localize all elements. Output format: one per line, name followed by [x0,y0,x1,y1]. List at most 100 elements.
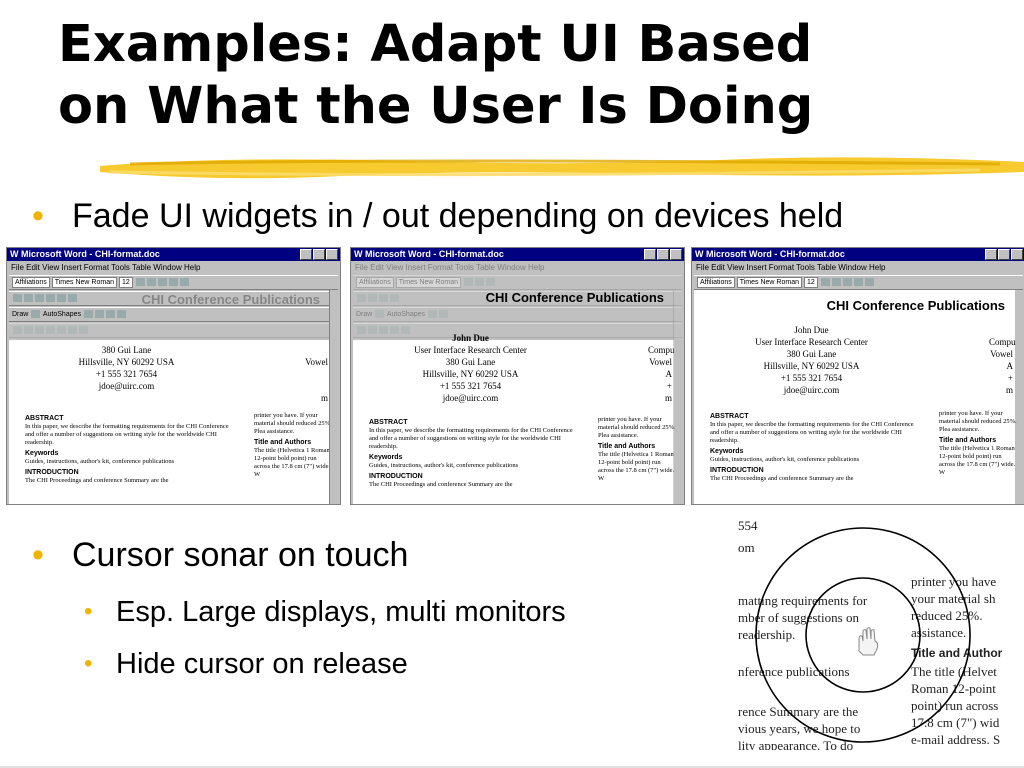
title-underline-brush [100,157,1024,179]
open-icon[interactable] [368,294,377,303]
size-select[interactable]: 12 [803,276,818,288]
minimize-icon[interactable] [644,249,656,260]
draw-menu[interactable]: Draw [12,311,29,318]
doc-heading: CHI Conference Publications [826,298,1005,313]
font-select[interactable]: Times New Roman [736,276,802,288]
underline-icon[interactable] [842,278,852,287]
maximize-icon[interactable] [657,249,669,260]
bold-icon[interactable] [820,278,830,287]
size-select[interactable]: 12 [118,276,133,288]
italic-icon[interactable] [474,278,484,287]
title-line-1: Examples: Adapt UI Based [58,15,813,74]
window-title: Microsoft Word - CHI-format.doc [706,249,845,259]
standard-toolbar[interactable] [9,291,338,306]
bullet-text: Fade UI widgets in / out depending on de… [72,197,844,235]
list-icon[interactable] [179,278,189,287]
rectangle-icon[interactable] [438,310,448,319]
bullet-text: Hide cursor on release [116,648,408,680]
maximize-icon[interactable] [998,249,1010,260]
align-icon[interactable] [853,278,863,287]
formatting-toolbar[interactable]: Affiliations Times New Roman [353,275,682,290]
extra-toolbar-fading[interactable] [9,323,338,338]
close-icon[interactable] [326,249,338,260]
fill-color-icon[interactable] [116,310,126,319]
line-icon[interactable] [427,310,437,319]
window-titlebar: W Microsoft Word - CHI-format.doc [692,248,1024,261]
title-line-2: on What the User Is Doing [58,77,814,136]
right-column: printer you have. If your material shoul… [598,416,676,482]
autoshapes-menu[interactable]: AutoShapes [42,311,82,318]
left-column: ABSTRACT In this paper, we describe the … [710,413,914,482]
open-icon[interactable] [24,294,33,303]
sonar-rings [755,527,971,743]
hand-cursor-icon [858,627,879,656]
vertical-scrollbar[interactable] [673,290,684,504]
new-icon[interactable] [357,294,366,303]
style-select[interactable]: Affiliations [12,276,50,288]
menu-bar[interactable]: File Edit View Insert Format Tools Table… [11,263,201,272]
save-icon[interactable] [379,294,388,303]
minimize-icon[interactable] [300,249,312,260]
word-app-icon: W [10,249,19,259]
sonar-outer-ring [755,527,971,743]
oval-icon[interactable] [105,310,115,319]
document-page: CHI Conference Publications John Due Use… [353,290,676,504]
bold-icon[interactable] [463,278,473,287]
select-icon[interactable] [375,310,385,319]
bold-icon[interactable] [135,278,145,287]
italic-icon[interactable] [831,278,841,287]
close-icon[interactable] [670,249,682,260]
bullet-text: Cursor sonar on touch [72,536,409,574]
save-icon[interactable] [35,294,44,303]
align-icon[interactable] [168,278,178,287]
draw-menu[interactable]: Draw [356,311,373,318]
italic-icon[interactable] [146,278,156,287]
print-icon[interactable] [390,294,399,303]
spell-icon[interactable] [68,294,77,303]
second-author-fragment: Compu Vowel A + m [989,337,1016,395]
doc-heading: CHI Conference Publications [141,292,320,307]
style-select[interactable]: Affiliations [697,276,735,288]
underline-icon[interactable] [157,278,167,287]
close-icon[interactable] [1011,249,1023,260]
vertical-scrollbar[interactable] [329,290,340,504]
font-select[interactable]: Times New Roman [395,276,461,288]
line-icon[interactable] [83,310,93,319]
sonar-inner-ring [805,577,921,693]
author-block: 380 Gui Lane Hillsville, NY 60292 USA +1… [78,345,175,391]
new-icon[interactable] [13,294,22,303]
document-page: CHI Conference Publications 380 Gui Lane… [9,292,332,504]
right-column: printer you have. If your material shoul… [939,410,1017,476]
formatting-toolbar[interactable]: Affiliations Times New Roman 12 [9,275,338,290]
standard-toolbar[interactable] [353,291,682,306]
second-author-fragment: Compu Vowel A + m [648,345,675,403]
formatting-toolbar[interactable]: Affiliations Times New Roman 12 [694,275,1023,290]
style-select[interactable]: Affiliations [356,276,394,288]
select-icon[interactable] [31,310,41,319]
preview-icon[interactable] [57,294,66,303]
author-block: John Due User Interface Research Center … [414,333,527,403]
font-select[interactable]: Times New Roman [51,276,117,288]
bullet-dot: • [32,536,44,574]
window-titlebar: W Microsoft Word - CHI-format.doc [351,248,684,261]
word-app-icon: W [695,249,704,259]
print-icon[interactable] [46,294,55,303]
menu-bar[interactable]: File Edit View Insert Format Tools Table… [355,263,545,272]
left-column: ABSTRACT In this paper, we describe the … [25,415,229,484]
doc-heading: CHI Conference Publications [485,290,664,305]
bullet-dot: • [84,650,93,677]
bullet-dot: • [84,598,93,625]
rectangle-icon[interactable] [94,310,104,319]
extra-toolbar-fading[interactable] [353,323,682,338]
maximize-icon[interactable] [313,249,325,260]
autoshapes-menu[interactable]: AutoShapes [386,311,426,318]
slide-title: Examples: Adapt UI Based on What the Use… [58,14,958,138]
right-column: printer you have. If your material shoul… [254,412,332,478]
menu-bar[interactable]: File Edit View Insert Format Tools Table… [696,263,886,272]
minimize-icon[interactable] [985,249,997,260]
left-column: ABSTRACT In this paper, we describe the … [369,419,573,488]
underline-icon[interactable] [485,278,495,287]
drawing-toolbar[interactable]: Draw AutoShapes [353,307,682,322]
list-icon[interactable] [864,278,874,287]
drawing-toolbar[interactable]: Draw AutoShapes [9,307,338,322]
